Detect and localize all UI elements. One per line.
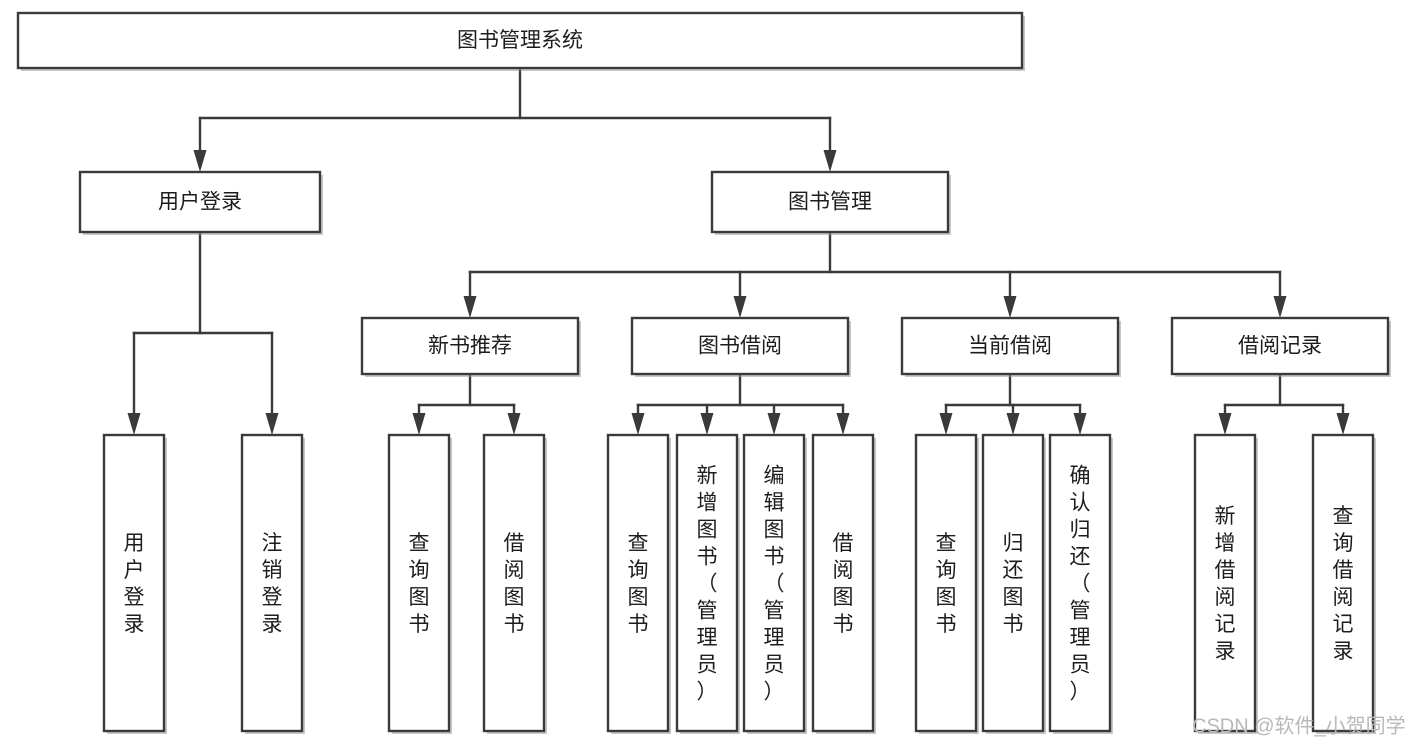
node-label: 新增图书（管理员） — [697, 465, 718, 704]
connector-group-book-manage — [463, 230, 1287, 318]
node-root[interactable]: 图书管理系统 — [16, 11, 1025, 71]
node-box — [675, 433, 739, 733]
node-label: 编辑图书（管理员） — [764, 465, 785, 704]
connector-group-user-login — [127, 230, 279, 435]
node-box — [811, 433, 875, 733]
connector-group-current-borrow — [939, 372, 1087, 435]
node-leaf-query-book-current[interactable]: 查询图书 — [914, 433, 979, 734]
csdn-watermark: CSDN @软件_小贺同学 — [1192, 714, 1405, 737]
node-label: 查询图书 — [409, 532, 430, 636]
node-box — [900, 316, 1120, 376]
arrow-head-icon — [412, 413, 426, 435]
node-box — [1170, 316, 1390, 376]
node-leaf-query-book-recommend[interactable]: 查询图书 — [387, 433, 452, 734]
connector-group-book-borrow — [631, 372, 850, 435]
arrow-head-icon — [733, 296, 747, 318]
node-leaf-return-book[interactable]: 归还图书 — [981, 433, 1046, 734]
node-leaf-add-borrow-record[interactable]: 新增借阅记录 — [1193, 433, 1258, 734]
node-label: 注销登录 — [262, 532, 283, 636]
node-leaf-add-book-admin[interactable]: 新增图书（管理员） — [675, 433, 740, 734]
connector-group-root — [193, 66, 837, 172]
node-book-manage[interactable]: 图书管理 — [710, 170, 951, 235]
connector-group-borrow-record — [1218, 372, 1350, 435]
node-label: 用户登录 — [158, 191, 242, 214]
arrow-head-icon — [700, 413, 714, 435]
node-leaf-confirm-return-admin[interactable]: 确认归还（管理员） — [1048, 433, 1113, 734]
node-label: 图书管理 — [788, 191, 872, 214]
arrow-head-icon — [1006, 413, 1020, 435]
node-leaf-borrow-book[interactable]: 借阅图书 — [811, 433, 876, 734]
node-label: 借阅图书 — [504, 532, 525, 636]
node-box — [710, 170, 950, 234]
arrow-head-icon — [1003, 296, 1017, 318]
node-box — [78, 170, 322, 234]
arrow-head-icon — [1073, 413, 1087, 435]
node-leaf-user-login[interactable]: 用户登录 — [102, 433, 167, 734]
node-leaf-query-book-borrow[interactable]: 查询图书 — [606, 433, 671, 734]
node-label: 借阅记录 — [1238, 335, 1322, 358]
node-new-book-recommend[interactable]: 新书推荐 — [360, 316, 581, 377]
node-box — [360, 316, 580, 376]
arrow-head-icon — [1336, 413, 1350, 435]
arrow-head-icon — [836, 413, 850, 435]
node-label: 借阅图书 — [833, 532, 854, 636]
arrow-head-icon — [631, 413, 645, 435]
node-label: 查询借阅记录 — [1333, 505, 1354, 663]
node-box — [742, 433, 806, 733]
arrow-head-icon — [265, 413, 279, 435]
arrow-head-icon — [823, 150, 837, 172]
arrow-head-icon — [193, 150, 207, 172]
node-box — [102, 433, 166, 733]
node-leaf-logout[interactable]: 注销登录 — [240, 433, 305, 734]
node-box — [16, 11, 1024, 70]
node-borrow-record[interactable]: 借阅记录 — [1170, 316, 1391, 377]
arrow-head-icon — [463, 296, 477, 318]
node-leaf-query-borrow-record[interactable]: 查询借阅记录 — [1311, 433, 1376, 734]
arrow-head-icon — [127, 413, 141, 435]
node-label: 图书借阅 — [698, 335, 782, 358]
arrow-head-icon — [1218, 413, 1232, 435]
node-label: 图书管理系统 — [457, 29, 583, 52]
node-user-login[interactable]: 用户登录 — [78, 170, 323, 235]
node-box — [387, 433, 451, 733]
node-label: 当前借阅 — [968, 335, 1052, 358]
node-box — [630, 316, 850, 376]
node-box — [240, 433, 304, 733]
node-label: 用户登录 — [124, 532, 145, 636]
arrow-head-icon — [1273, 296, 1287, 318]
arrow-head-icon — [939, 413, 953, 435]
node-box — [606, 433, 670, 733]
node-box — [1048, 433, 1112, 733]
node-leaf-edit-book-admin[interactable]: 编辑图书（管理员） — [742, 433, 807, 734]
node-label: 查询图书 — [628, 532, 649, 636]
node-label: 查询图书 — [936, 532, 957, 636]
node-label: 新增借阅记录 — [1215, 505, 1236, 663]
node-layer: 图书管理系统用户登录图书管理新书推荐图书借阅当前借阅借阅记录用户登录注销登录查询… — [16, 11, 1391, 734]
node-book-borrow[interactable]: 图书借阅 — [630, 316, 851, 377]
node-box — [1193, 433, 1257, 733]
node-leaf-borrow-book-recommend[interactable]: 借阅图书 — [482, 433, 547, 734]
node-label: 归还图书 — [1003, 532, 1024, 636]
connector-layer — [127, 66, 1350, 435]
node-current-borrow[interactable]: 当前借阅 — [900, 316, 1121, 377]
node-box — [1311, 433, 1375, 733]
node-label: 确认归还（管理员） — [1070, 465, 1091, 704]
watermark-layer: CSDN @软件_小贺同学 — [1192, 714, 1405, 737]
node-box — [482, 433, 546, 733]
arrow-head-icon — [767, 413, 781, 435]
arrow-head-icon — [507, 413, 521, 435]
connector-group-new-book-recommend — [412, 372, 521, 435]
node-box — [914, 433, 978, 733]
node-box — [981, 433, 1045, 733]
node-label: 新书推荐 — [428, 335, 512, 358]
